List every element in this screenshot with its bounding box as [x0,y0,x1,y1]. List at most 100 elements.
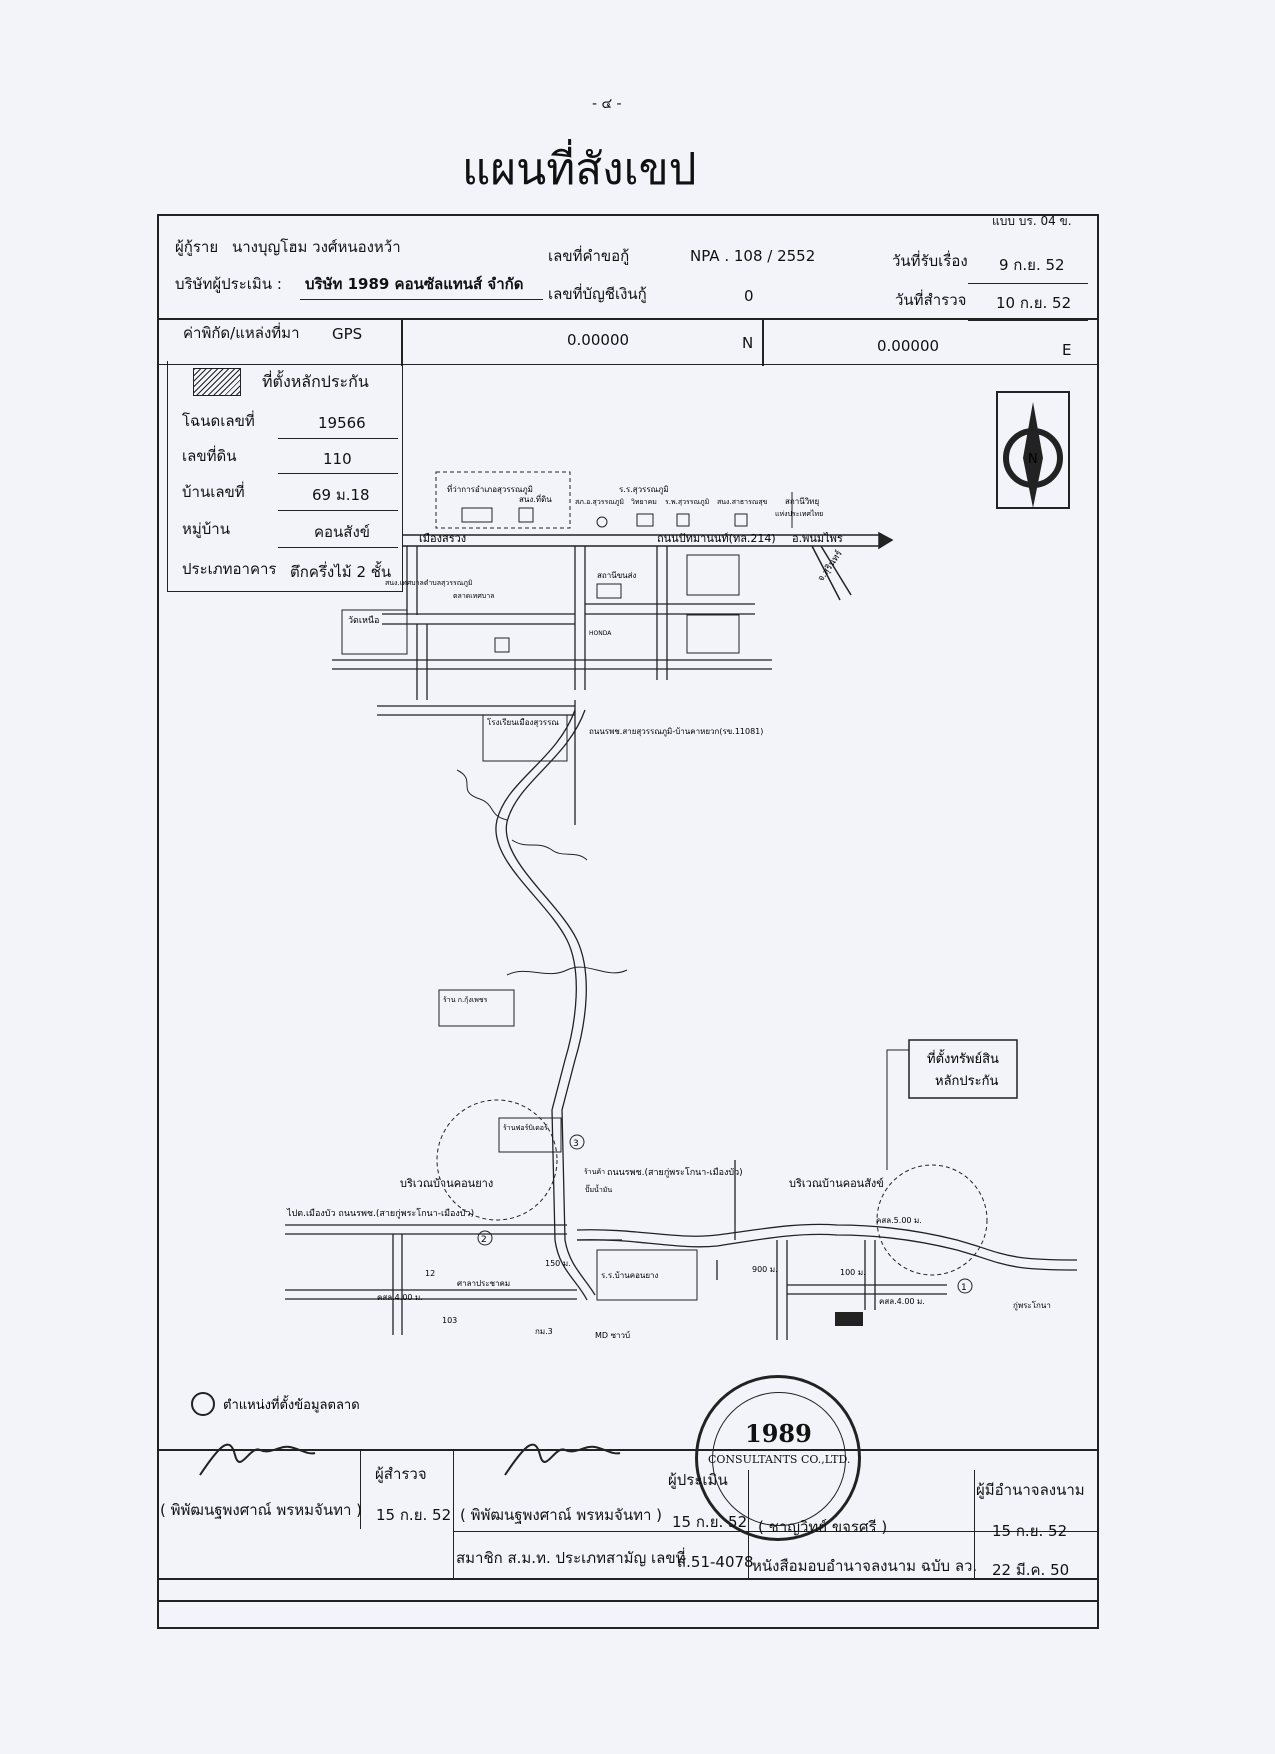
deed-no-label: โฉนดเลขที่ [182,412,255,430]
school-icon [636,513,654,527]
signature-divider-4 [974,1470,975,1578]
road-100-label: 100 ม. [840,1268,866,1277]
page-number: - ๔ - [592,96,622,112]
surveyor-role: ผู้สำรวจ [375,1465,427,1483]
shop-phan-label: ร้านฟอร์บิเดอร์ [503,1124,548,1132]
asset-box [908,1039,1018,1099]
municipal-office-label: สนง.เทศบาลตำบลสุวรรณภูมิ [385,579,472,587]
to-phanom-phrai-label: อ.พนมไพร [792,532,843,545]
main-road [402,531,894,601]
signature-divider-2 [453,1449,454,1578]
loan-account-label: เลขที่บัญชีเงินกู้ [548,285,647,303]
received-date: 9 ก.ย. 52 [999,256,1065,274]
collateral-legend-label: ที่ตั้งหลักประกัน [262,372,369,391]
stamp-company: CONSULTANTS CO.,LTD. [708,1453,851,1466]
md-shop-label: MD ซาวบ์ [595,1330,630,1340]
received-date-label: วันที่รับเรื่อง [892,252,968,270]
coord-label: ค่าพิกัด/แหล่งที่มา [183,324,300,342]
building-type-label: ประเภทอาคาร [182,560,277,578]
land-no-underline [278,473,398,474]
road-900-label: 900 ม. [752,1265,778,1274]
rural-road-1-label: ถนนรพช.สายสุวรรณภูมิ-บ้านคาหยวก(รข.11081… [589,727,763,737]
district-office-label: ที่ว่าการอำเภอสุวรรณภูมิ [447,483,533,495]
borrower-label: ผู้กู้ราย [175,238,219,256]
collateral-legend-swatch [193,368,241,396]
surveyor-signature-icon [199,1443,316,1476]
circle-3-label: 3 [573,1139,579,1149]
member-label: สมาชิก ส.ม.ท. ประเภทสามัญ เลขที่ [456,1549,686,1567]
land-office-icon [518,507,534,523]
coord-row-bottom [157,364,1097,365]
signature-divider-1 [360,1449,361,1529]
rural-road-2-label: ถนนรพช.(สายกู่พระโกนา-เมืองบัว) [607,1167,743,1178]
surveyor-name: ( พิพัฒนฐพงศาณ์ พรหมจันทา ) [160,1501,363,1519]
survey-date-underline [968,320,1088,321]
coord-row-top [157,318,1097,320]
house-no-underline [278,510,398,511]
appraiser-company-label: บริษัทผู้ประเมิน : [175,275,282,293]
circle-1-label: 1 [961,1283,967,1293]
temple-short-label: วิทยาคม [631,498,657,506]
deed-no-underline [278,438,398,439]
appraiser-signature-icon [504,1443,621,1476]
received-date-underline [968,283,1088,284]
asset-pointer [886,1049,909,1170]
market-legend-label: ตำแหน่งที่ตั้งข้อมูลตลาด [223,1395,360,1413]
shop-sale-label: ร้านค้า [584,1168,605,1176]
gas-station-label: ปั๊มน้ำมัน [585,1183,612,1194]
road-khon4-label: คสล.4.00 ม. [879,1297,925,1306]
village-label: หมู่บ้าน [182,520,230,538]
authorized-role: ผู้มีอำนาจลงนาม [976,1481,1085,1499]
district-office-icon [461,507,493,523]
coord-divider-2 [762,318,764,366]
bus-station-label: สถานีขนส่ง [597,571,637,580]
north-arrow-icon: N [996,391,1070,509]
coord-east-unit: E [1062,341,1072,359]
land-no-value: 110 [323,450,352,468]
borrower-name: นางบุญโฮม วงศ์หนองหว้า [232,238,401,256]
deed-no-value: 19566 [318,414,366,432]
market-point-3 [569,1134,585,1150]
authorized-name: ( ชาญวิทย์ ขจรศรี ) [758,1518,888,1536]
area-khon-sang-label: บริเวณบ้านคอนสังข์ [789,1177,884,1190]
market-label: ตลาดเทศบาล [453,592,494,600]
to-ku-phra-kona-label: กู่พระโกนา [1013,1300,1051,1311]
road-khon3-label: คสล.5.00 ม. [876,1216,922,1225]
shop-kung-box [438,989,515,1027]
stamp-year: 1989 [745,1419,812,1448]
power-date: 22 มี.ค. 50 [992,1561,1070,1579]
signature-top-line [157,1449,1097,1451]
loan-request-no: NPA . 108 / 2552 [690,247,816,265]
police-label: สภ.อ.สุวรรณภูมิ [575,498,624,506]
coord-divider-1 [401,318,403,366]
form-code: แบบ บร. 04 ข. [992,214,1072,228]
power-label: หนังสือมอบอำนาจลงนาม ฉบับ ลว. [752,1557,978,1575]
winding-road [495,709,588,1301]
coord-north-value: 0.00000 [567,331,630,349]
winding-road-edge [505,709,596,1296]
market-area-circle-2 [876,1164,988,1276]
village-roads [285,1160,1078,1340]
market-point-2 [477,1230,493,1246]
temple-box-1 [686,554,740,596]
loan-account-no: 0 [744,287,754,305]
company-underline [300,299,543,300]
form-bottom-border [157,1600,1097,1602]
member-no: ส.51-4078 [677,1553,754,1571]
house-no-value: 69 ม.18 [312,486,370,504]
to-mueang-bua-label: ไปต.เมืองบัว ถนนรพช.(สายกู่พระโกนา-เมือง… [286,1208,474,1219]
school-khon-yang-box [596,1249,698,1301]
land-office-label: สนง.ที่ดิน [519,493,552,504]
to-mueang-sruang-label: เมืองสรวง [419,532,466,545]
num-12-label: 12 [425,1269,435,1278]
market-legend-icon [191,1392,215,1416]
school-khon-yang-label: ร.ร.บ้านคอนยาง [601,1271,659,1280]
coord-north-unit: N [742,334,754,352]
police-icon [596,516,608,528]
coord-source: GPS [332,325,363,343]
km3-label: กม.3 [535,1327,553,1336]
num-103-label: 103 [442,1316,457,1325]
stream-3 [506,966,628,976]
town-grid [332,546,772,825]
seven-eleven-icon [494,637,510,653]
